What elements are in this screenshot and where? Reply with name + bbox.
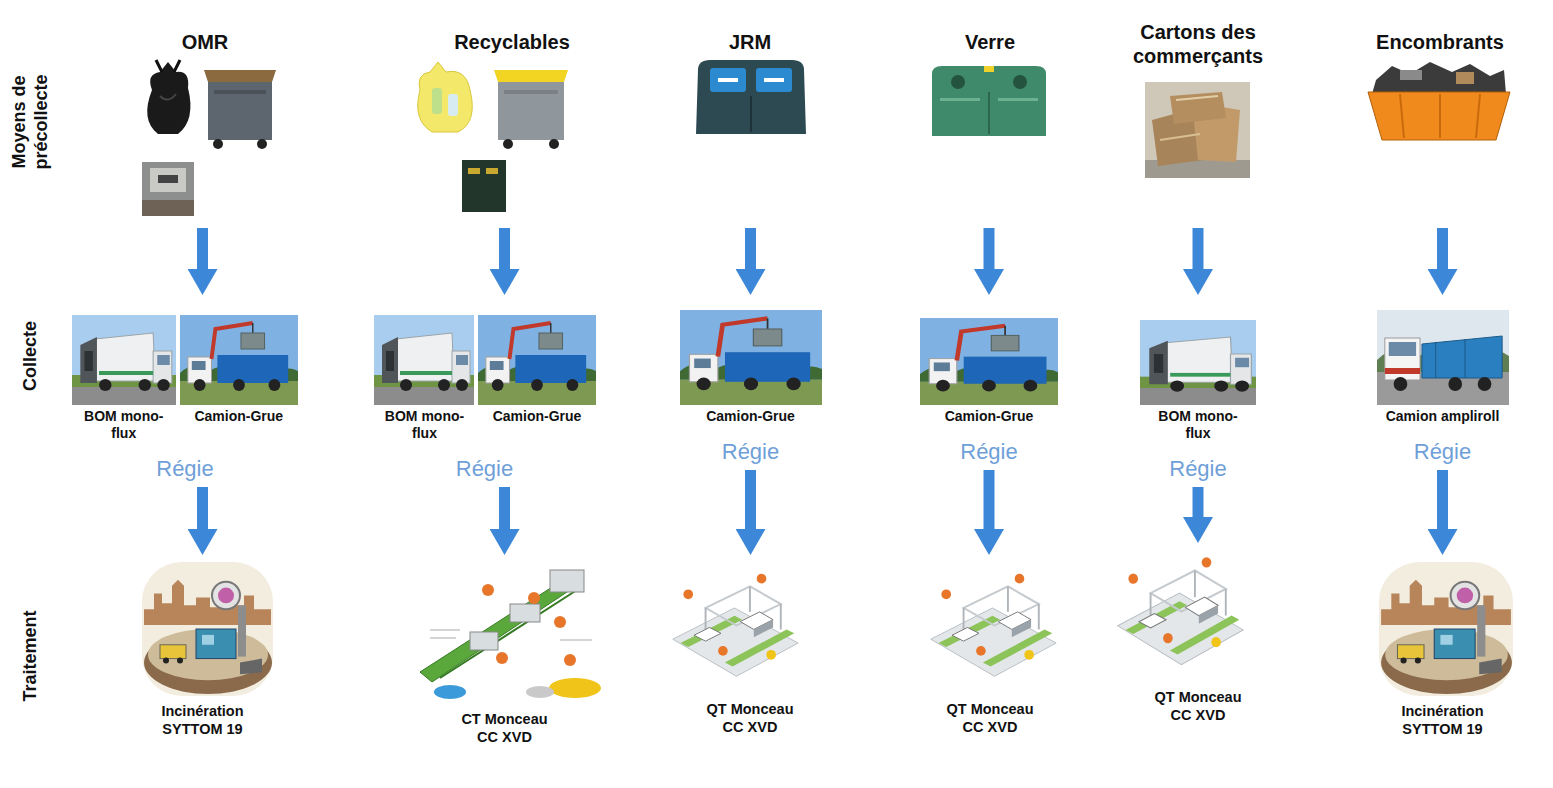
treatment-box: QT Monceau CC XVD [1110, 548, 1286, 724]
stream-title: OMR [110, 30, 300, 54]
stream-column: Verre [890, 18, 1090, 223]
stream-title: JRM [655, 30, 845, 54]
flow-arrow [1437, 470, 1448, 537]
flow-arrow [197, 487, 208, 537]
street-container [462, 160, 506, 212]
vehicle-label: BOM mono-flux [377, 408, 472, 442]
stream-title: Recyclables [417, 30, 607, 54]
incineration-plant [142, 562, 273, 696]
vehicle-row: BOM mono-flux [1138, 408, 1258, 442]
operator-label: Régie [70, 456, 300, 482]
vehicle-label: Camion-Grue [482, 408, 592, 425]
flow-arrow [984, 228, 995, 277]
vehicle-row: Camion-Grue [678, 408, 823, 425]
flow-arrow [1193, 228, 1204, 277]
vehicle-row: BOM mono-flux Camion-Grue [70, 408, 300, 442]
flow-arrow [1193, 487, 1204, 525]
vehicle-label: Camion-Grue [681, 408, 821, 425]
flow-arrow [499, 487, 510, 537]
transfer-station [667, 565, 802, 687]
stream-column: Recyclables [412, 18, 612, 223]
trash-bag [147, 60, 190, 134]
treatment-label: QT Monceau CC XVD [1148, 688, 1248, 724]
crane-truck [478, 315, 596, 405]
treatment-label: Incinération SYTTOM 19 [143, 702, 263, 738]
paper-container [696, 60, 806, 134]
incineration-plant [1379, 562, 1513, 696]
bom-truck [72, 315, 176, 405]
row-label: Traitement [19, 591, 41, 721]
cardboard-photo [1145, 82, 1250, 178]
stream-title: Cartons des commerçants [1118, 20, 1278, 68]
wheelie-bin [494, 70, 568, 149]
street-bin [142, 162, 194, 216]
operator-label: Régie [918, 439, 1060, 465]
treatment-label: QT Monceau CC XVD [700, 700, 800, 736]
stream-column: Cartons des commerçants [1098, 18, 1298, 223]
bom-truck [374, 315, 474, 405]
skip-container [1368, 62, 1510, 140]
flow-arrow [745, 228, 756, 277]
collection-box: BOM mono-flux Camion-GrueRégie [70, 300, 300, 482]
vehicle-label: Camion ampliroll [1375, 408, 1510, 425]
vehicle-label: Camion-Grue [184, 408, 294, 425]
glass-container [932, 66, 1046, 136]
transfer-station [1112, 548, 1247, 676]
sorting-centre [410, 560, 605, 705]
treatment-box: Incinération SYTTOM 19 [105, 560, 300, 738]
transfer-station [925, 565, 1060, 687]
collection-box: Camion amplirollRégie [1375, 300, 1510, 465]
treatment-box: Incinération SYTTOM 19 [1360, 560, 1525, 738]
collection-box: BOM mono-fluxRégie [1138, 300, 1258, 482]
collection-box: BOM mono-flux Camion-GrueRégie [372, 300, 597, 482]
treatment-box: QT Monceau CC XVD [910, 560, 1070, 736]
stream-column: JRM [650, 18, 850, 223]
bom-truck [1140, 320, 1256, 405]
vehicle-row: Camion ampliroll [1375, 408, 1510, 425]
operator-label: Régie [678, 439, 823, 465]
collection-box: Camion-GrueRégie [678, 300, 823, 465]
ampliroll-truck [1377, 310, 1509, 405]
yellow-bag [418, 62, 473, 132]
treatment-box: CT Monceau CC XVD [412, 560, 597, 746]
flow-arrow [1437, 228, 1448, 277]
treatment-label: Incinération SYTTOM 19 [1383, 702, 1503, 738]
flow-arrow [745, 470, 756, 537]
vehicle-label: BOM mono-flux [1148, 408, 1248, 442]
vehicle-row: Camion-Grue [918, 408, 1060, 425]
flow-arrow [197, 228, 208, 277]
collection-box: Camion-GrueRégie [918, 300, 1060, 465]
flow-arrow [984, 470, 995, 537]
stream-column: Encombrants [1340, 18, 1540, 223]
wheelie-bin [204, 70, 276, 149]
vehicle-row: BOM mono-flux Camion-Grue [372, 408, 597, 442]
crane-truck [920, 318, 1058, 405]
stream-column: OMR [105, 18, 305, 223]
row-label: Moyens de précollecte [8, 57, 52, 187]
crane-truck [680, 310, 822, 405]
treatment-label: QT Monceau CC XVD [940, 700, 1040, 736]
operator-label: Régie [1138, 456, 1258, 482]
flow-arrow [499, 228, 510, 277]
treatment-box: QT Monceau CC XVD [670, 560, 830, 736]
operator-label: Régie [372, 456, 597, 482]
vehicle-label: BOM mono-flux [76, 408, 171, 442]
treatment-label: CT Monceau CC XVD [455, 710, 555, 746]
crane-truck [180, 315, 298, 405]
vehicle-label: Camion-Grue [920, 408, 1058, 425]
operator-label: Régie [1375, 439, 1510, 465]
stream-title: Verre [895, 30, 1085, 54]
stream-title: Encombrants [1345, 30, 1535, 54]
row-label: Collecte [19, 291, 41, 421]
